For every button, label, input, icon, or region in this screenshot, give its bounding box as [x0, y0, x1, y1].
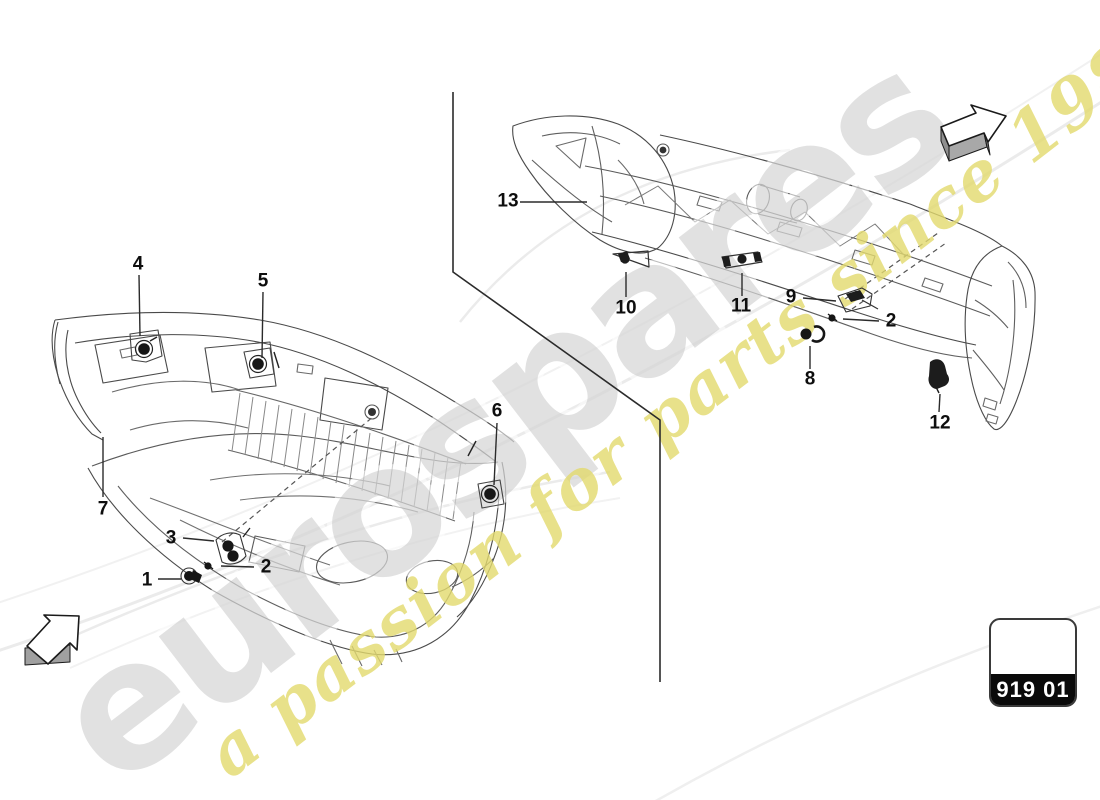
callout-3[interactable]: 3 [165, 527, 177, 549]
diagram-parts [129, 250, 950, 585]
callout-2-rear[interactable]: 2 [885, 310, 897, 332]
part-sensor-6 [467, 440, 505, 509]
callout-1[interactable]: 1 [141, 569, 153, 591]
part-sensor-8 [800, 325, 826, 343]
part-group-code: 919 01 [996, 676, 1070, 702]
part-bracket-9 [837, 287, 879, 313]
direction-arrow-back-icon [24, 614, 80, 666]
part-screw-2-front [203, 561, 214, 570]
part-sensor-5 [243, 347, 280, 379]
part-sensor-4 [129, 329, 163, 363]
callout-13[interactable]: 13 [497, 190, 519, 212]
callout-11[interactable]: 11 [730, 295, 752, 317]
callout-7[interactable]: 7 [97, 498, 109, 520]
part-bracket-10 [612, 250, 650, 268]
section-divider-line [452, 92, 661, 682]
callout-10[interactable]: 10 [615, 297, 637, 319]
part-bracket-12 [928, 359, 950, 394]
callout-12[interactable]: 12 [929, 412, 951, 434]
rear-bumper-drawing [512, 115, 1036, 431]
part-group-code-box[interactable]: 919 01 [989, 618, 1077, 707]
part-holder-3 [215, 527, 251, 565]
callout-8[interactable]: 8 [804, 368, 816, 390]
part-group-code-band: 919 01 [991, 674, 1075, 705]
callout-9[interactable]: 9 [785, 286, 797, 308]
callout-leader-lines [102, 201, 941, 580]
callout-6[interactable]: 6 [491, 400, 503, 422]
watermark: eurospares a passion for parts since 198… [11, 0, 1100, 800]
callout-2-front[interactable]: 2 [260, 556, 272, 578]
callout-4[interactable]: 4 [132, 253, 144, 275]
part-screw-2-rear [827, 313, 838, 322]
callout-5[interactable]: 5 [257, 270, 269, 292]
front-bumper-drawing [51, 311, 515, 667]
part-sensor-1 [180, 567, 202, 585]
direction-arrow-forward-icon [940, 104, 1007, 162]
background-swoosh [0, 53, 1100, 800]
part-holder-11 [721, 251, 763, 269]
